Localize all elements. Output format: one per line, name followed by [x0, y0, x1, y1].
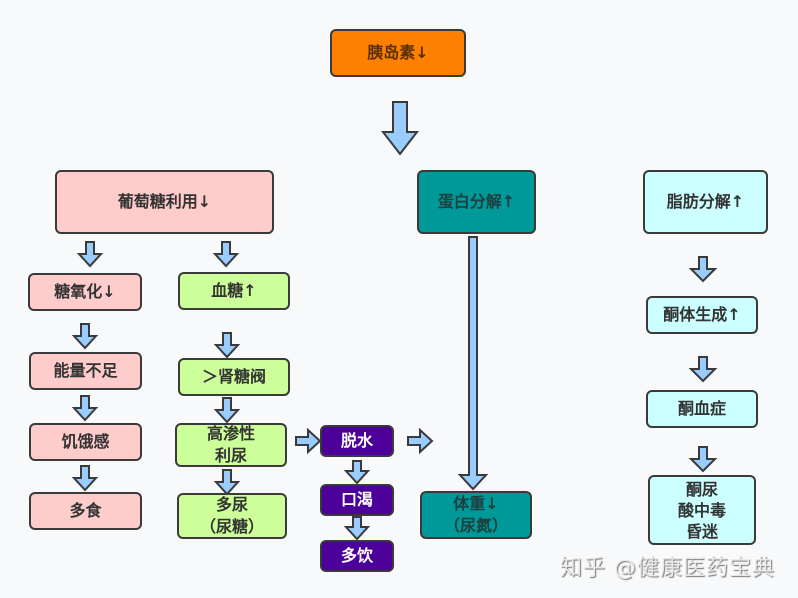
arrow-fat-to-ketone — [688, 256, 718, 283]
node-sugar-oxidation: 糖氧化↓ — [28, 273, 142, 311]
node-renal-threshold: ＞肾糖阀 — [178, 358, 290, 396]
arrow-ketone-to-ketonemia — [688, 356, 718, 383]
node-polyphagia: 多食 — [29, 492, 142, 530]
node-ketoacidosis-coma: 酮尿 酸中毒 昏迷 — [648, 475, 756, 545]
arrow-glucose-to-oxidation — [76, 241, 104, 268]
arrow-bloodsugar-to-threshold — [213, 332, 241, 359]
node-fat-breakdown: 脂肪分解↑ — [643, 170, 768, 234]
node-polyuria: 多尿 （尿糖） — [177, 493, 287, 539]
node-glucose-utilization: 葡萄糖利用↓ — [55, 170, 274, 234]
watermark-text: 知乎 @健康医药宝典 — [560, 556, 775, 581]
node-insulin-decrease: 胰岛素↓ — [330, 29, 466, 77]
arrow-insulin-down — [380, 101, 420, 156]
node-polydipsia: 多饮 — [320, 540, 394, 572]
arrow-glucose-to-bloodsugar — [212, 241, 240, 268]
node-energy-deficit: 能量不足 — [29, 352, 142, 390]
node-thirst: 口渴 — [320, 484, 394, 516]
node-hunger: 饥饿感 — [29, 423, 142, 461]
node-ketone-production: 酮体生成↑ — [646, 296, 758, 334]
node-blood-sugar: 血糖↑ — [178, 272, 290, 310]
arrow-oxidation-to-energy — [71, 323, 99, 350]
arrow-dehydration-to-weight — [407, 427, 434, 455]
arrow-diuresis-to-polyuria — [213, 469, 241, 496]
node-ketonemia: 酮血症 — [646, 390, 758, 428]
arrow-ketonemia-to-coma — [688, 446, 718, 473]
node-dehydration: 脱水 — [320, 425, 394, 457]
node-weight-loss: 体重↓ （尿氮） — [420, 491, 532, 539]
arrow-thirst-to-drink — [343, 516, 371, 541]
arrow-energy-to-hunger — [71, 395, 99, 422]
arrow-protein-to-weight — [457, 236, 489, 491]
arrow-diuresis-to-dehydration — [295, 427, 322, 455]
node-protein-breakdown: 蛋白分解↑ — [417, 170, 536, 234]
arrow-threshold-to-diuresis — [213, 397, 241, 424]
arrow-hunger-to-eat — [71, 465, 99, 492]
arrow-dehydration-to-thirst — [343, 460, 371, 485]
node-osmotic-diuresis: 高渗性 利尿 — [175, 423, 287, 467]
